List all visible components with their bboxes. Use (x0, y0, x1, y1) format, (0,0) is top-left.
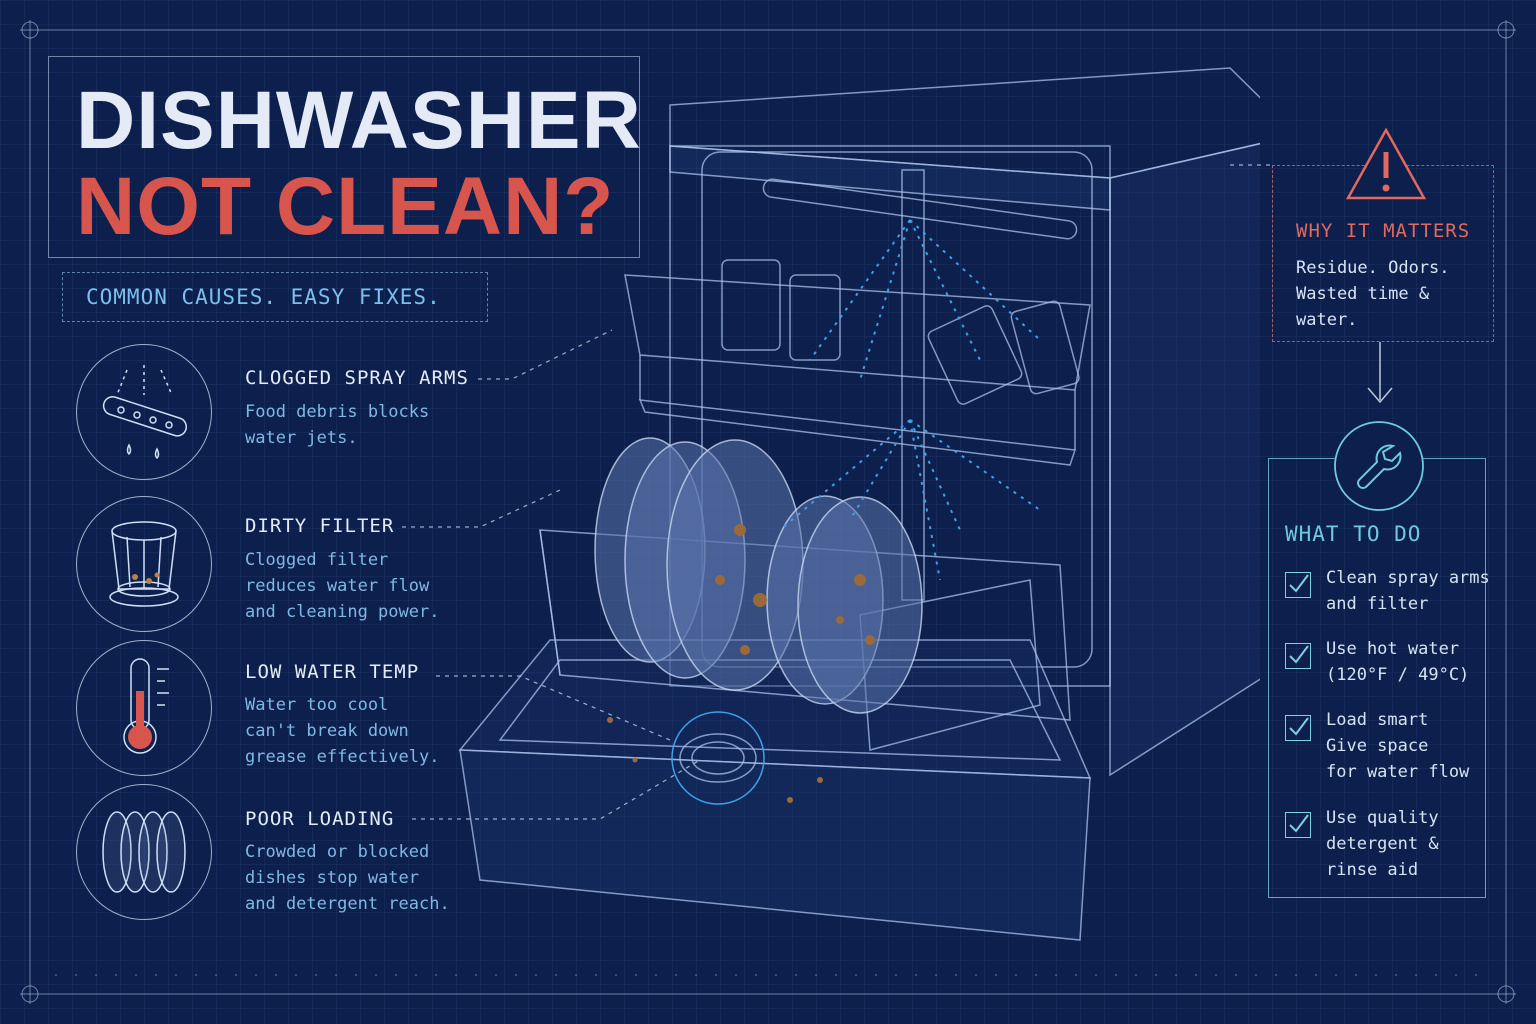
why-it-matters-title: WHY IT MATTERS (1296, 220, 1471, 242)
todo-item: Clean spray arms and filter (1326, 568, 1490, 614)
dishwasher-illustration (458, 67, 1260, 941)
spray-arm-icon (76, 344, 212, 480)
cause-desc-spray-arms: Food debris blocks water jets. (245, 402, 430, 448)
cause-desc-poor-loading: Crowded or blocked dishes stop water and… (245, 842, 450, 914)
cause-title-water-temp: LOW WATER TEMP (245, 661, 420, 683)
subtitle: COMMON CAUSES. EASY FIXES. (86, 285, 441, 309)
subtitle-frame (62, 272, 488, 322)
cause-desc-water-temp: Water too cool can't break down grease e… (245, 695, 440, 767)
checkbox-icon (1285, 812, 1311, 838)
todo-item: Use quality detergent & rinse aid (1326, 808, 1439, 880)
what-to-do-title: WHAT TO DO (1285, 522, 1422, 546)
wrench-icon (1334, 421, 1424, 511)
checkbox-icon (1285, 715, 1311, 741)
cause-desc-dirty-filter: Clogged filter reduces water flow and cl… (245, 550, 440, 622)
why-it-matters-text: Residue. Odors. Wasted time & water. (1296, 258, 1450, 330)
checkbox-icon (1285, 643, 1311, 669)
thermometer-icon (76, 640, 212, 776)
cause-title-spray-arms: CLOGGED SPRAY ARMS (245, 367, 469, 389)
checkbox-icon (1285, 572, 1311, 598)
filter-icon (76, 496, 212, 632)
warning-triangle-icon (1345, 127, 1427, 200)
stacked-plates-icon (76, 784, 212, 920)
cause-title-dirty-filter: DIRTY FILTER (245, 515, 395, 537)
cause-title-poor-loading: POOR LOADING (245, 808, 395, 830)
todo-item: Load smart Give space for water flow (1326, 710, 1470, 782)
title-line-2: NOT CLEAN? (76, 161, 615, 252)
todo-item: Use hot water (120°F / 49°C) (1326, 639, 1470, 685)
title-line-1: DISHWASHER (76, 75, 642, 166)
title-frame (48, 56, 640, 258)
